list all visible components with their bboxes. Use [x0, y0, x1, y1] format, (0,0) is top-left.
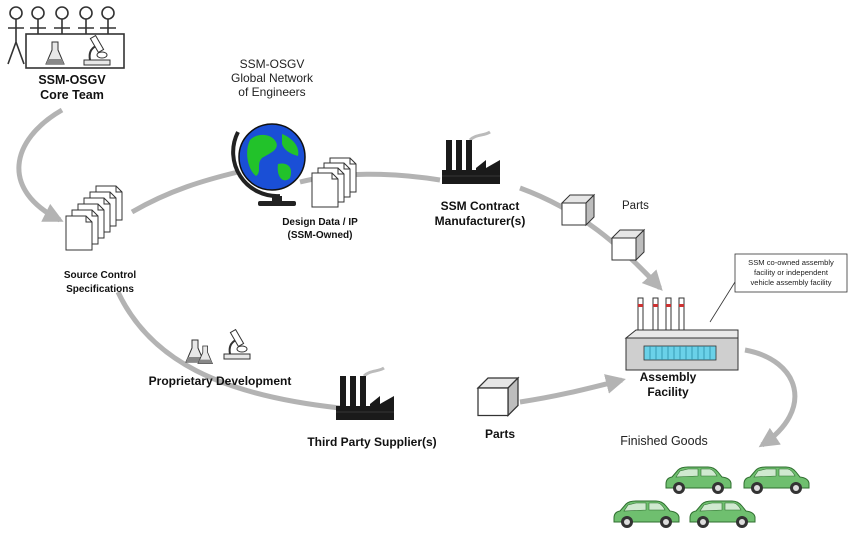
- design-data-label-line1: Design Data / IP: [282, 217, 358, 228]
- parts-top-label: Parts: [622, 200, 649, 212]
- car-icon-4: [689, 500, 756, 529]
- arrow-core-to-specs: [16, 107, 64, 223]
- callout-text-line2: facility or independent: [754, 268, 829, 277]
- parts-box-icon-bottom: [477, 377, 519, 417]
- contract-mfr-label-line2: Manufacturer(s): [435, 214, 526, 228]
- network-label-line3: of Engineers: [238, 85, 305, 99]
- core-team-people-icon: [7, 6, 125, 69]
- callout-text-line1: SSM co-owned assembly: [748, 258, 834, 267]
- contract-mfr-label-line1: SSM Contract: [441, 199, 520, 213]
- arrow-specs-to-network: [130, 169, 239, 215]
- parts-box-icon-top-1: [561, 194, 595, 226]
- third-party-factory-icon: [335, 366, 395, 421]
- car-icon-2: [743, 466, 810, 495]
- third-party-label: Third Party Supplier(s): [307, 435, 436, 449]
- network-label-line2: Global Network: [231, 71, 314, 85]
- contract-factory-icon: [441, 130, 501, 185]
- proprietary-dev-label: Proprietary Development: [149, 374, 292, 388]
- parts-bottom-label: Parts: [485, 427, 515, 441]
- finished-goods-label: Finished Goods: [620, 434, 708, 448]
- arrow-specs-to-thirdparty: [115, 290, 341, 411]
- assembly-facility-icon: [624, 297, 739, 371]
- network-label-line1: SSM-OSGV: [240, 57, 305, 71]
- lab-microscope-icon: [223, 328, 251, 360]
- source-control-pages-icon: [65, 185, 123, 251]
- core-team-label-line1: SSM-OSGV: [38, 73, 106, 87]
- callout-leader-line: [709, 281, 736, 323]
- callout-text-line3: vehicle assembly facility: [750, 278, 831, 287]
- globe-icon: [231, 123, 306, 206]
- design-data-label-line2: (SSM-Owned): [288, 230, 353, 241]
- assembly-label-line2: Facility: [647, 385, 689, 399]
- core-team-label-line2: Core Team: [40, 88, 104, 102]
- car-icon-3: [613, 500, 680, 529]
- assembly-label-line1: Assembly: [640, 370, 697, 384]
- arrow-thirdparty-to-assembly: [519, 374, 626, 405]
- callout-box: [734, 253, 848, 293]
- source-control-label-line1: Source Control: [64, 270, 136, 281]
- design-data-pages-icon: [311, 157, 357, 208]
- source-control-label-line2: Specifications: [66, 284, 134, 295]
- arrow-contract-to-assembly: [519, 185, 663, 291]
- arrow-assembly-to-goods: [744, 347, 798, 448]
- parts-box-icon-top-2: [611, 229, 645, 261]
- car-icon-1: [665, 466, 732, 495]
